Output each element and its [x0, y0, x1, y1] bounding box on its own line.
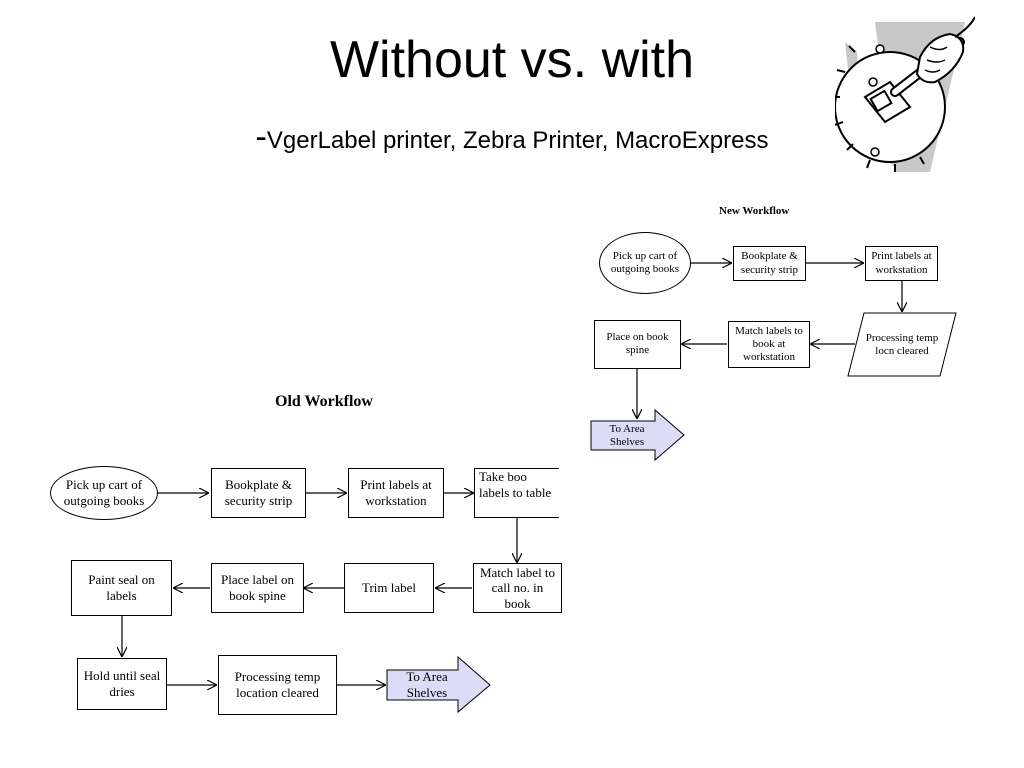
new-bookplate-security: Bookplate & security strip: [733, 246, 806, 281]
old-trim-label: Trim label: [344, 563, 434, 613]
new-workflow-title: New Workflow: [719, 205, 790, 217]
old-to-shelves-arrow-shape: [386, 655, 491, 714]
new-place-on-spine: Place on book spine: [594, 320, 681, 369]
old-take-books-to-table: Take boo labels to table: [474, 468, 559, 518]
new-pick-up-cart: Pick up cart of outgoing books: [599, 232, 691, 294]
old-workflow-title: Old Workflow: [275, 393, 373, 410]
old-take-books-line2: labels to table: [479, 484, 552, 500]
new-match-labels: Match labels to book at workstation: [728, 321, 810, 368]
old-print-labels: Print labels at workstation: [348, 468, 444, 518]
old-bookplate-security: Bookplate & security strip: [211, 468, 306, 518]
hand-wrench-gear-icon: [835, 16, 975, 172]
old-hold-until-dries: Hold until seal dries: [77, 658, 167, 710]
old-match-label: Match label to call no. in book: [473, 563, 562, 613]
old-to-area-shelves: To Area Shelves: [406, 669, 448, 700]
subtitle-dash: -: [255, 118, 267, 156]
slide-title: Without vs. with: [329, 31, 695, 89]
slide-subtitle: -VgerLabel printer, Zebra Printer, Macro…: [0, 118, 1024, 157]
new-print-labels: Print labels at workstation: [865, 246, 938, 281]
old-take-books-line1: Take boo: [479, 469, 527, 484]
old-pick-up-cart: Pick up cart of outgoing books: [50, 466, 158, 520]
new-processing-cleared: Processing temp locn cleared: [865, 331, 939, 357]
old-paint-seal: Paint seal on labels: [71, 560, 172, 616]
old-place-label-spine: Place label on book spine: [211, 563, 304, 613]
subtitle-text: VgerLabel printer, Zebra Printer, MacroE…: [266, 127, 769, 154]
new-processing-parallelogram: [847, 312, 957, 377]
old-processing-cleared: Processing temp location cleared: [218, 655, 337, 715]
new-to-shelves-arrow-shape: [590, 408, 685, 462]
new-to-area-shelves: To Area Shelves: [609, 422, 645, 448]
